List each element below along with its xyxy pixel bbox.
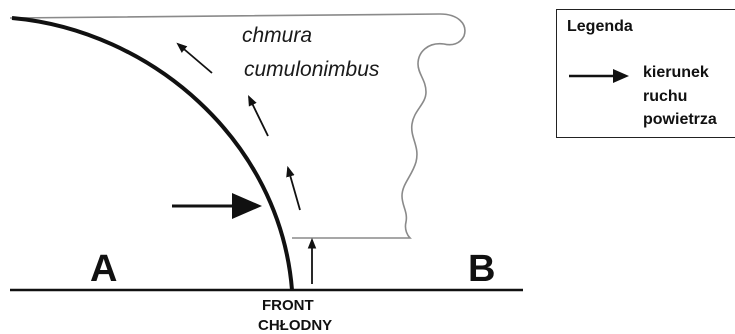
- legend-text-line1: kierunek: [643, 64, 709, 82]
- air-mass-right-label: B: [468, 250, 495, 288]
- legend-title: Legenda: [567, 18, 633, 36]
- legend-box: Legenda kierunek ruchu powietrza: [556, 9, 735, 138]
- air-motion-arrow: [288, 168, 300, 210]
- legend-text-line2: ruchu: [643, 88, 687, 106]
- front-label-line1: FRONT: [262, 298, 314, 313]
- legend-text-line3: powietrza: [643, 111, 717, 129]
- cloud-label-line1: chmura: [242, 24, 312, 48]
- air-mass-left-label: A: [90, 250, 117, 288]
- cloud-label-line2: cumulonimbus: [244, 58, 379, 82]
- air-motion-arrow: [249, 97, 268, 136]
- legend-arrow-icon: [569, 68, 631, 84]
- front-label-line2: CHŁODNY: [258, 318, 332, 333]
- air-motion-arrow: [178, 44, 212, 73]
- cold-air-push-arrow: [172, 193, 262, 219]
